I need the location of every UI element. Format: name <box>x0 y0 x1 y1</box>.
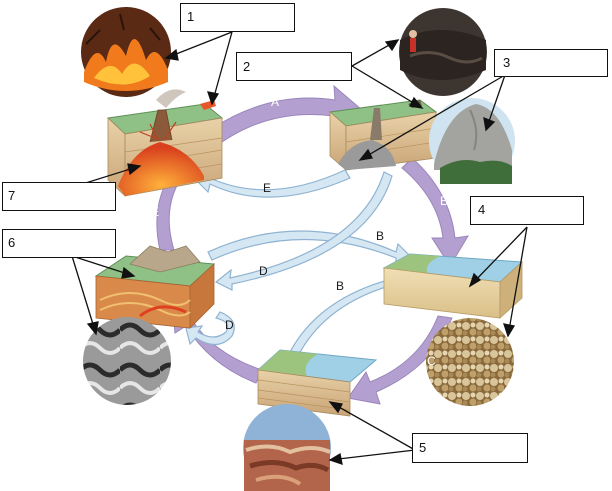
sedimentary-block <box>256 349 378 417</box>
cooled-rock-block <box>328 99 438 171</box>
canyon-photo <box>243 404 331 491</box>
arrow-label-e-inner: E <box>263 181 272 195</box>
fire-photo <box>81 7 171 97</box>
lava-photo <box>399 8 487 96</box>
arrow-b-outer <box>401 157 469 267</box>
label-box-2-number: 2 <box>243 59 251 74</box>
label-box-2[interactable] <box>236 52 352 81</box>
arrow-e-inner <box>195 168 351 198</box>
arrow-label-c: C <box>427 354 436 368</box>
arrow-d-inner-top <box>214 171 393 291</box>
arrow-label-b-outer: B <box>440 194 449 208</box>
arrow-label-d-inner: D <box>259 264 268 278</box>
label-box-6-number: 6 <box>8 235 16 250</box>
label-box-3[interactable] <box>494 49 608 77</box>
volcano-block <box>106 89 224 197</box>
granite-photo <box>429 98 515 184</box>
label-box-1[interactable] <box>180 3 295 32</box>
gneiss-photo <box>83 317 171 405</box>
label-box-7[interactable] <box>2 182 116 211</box>
photo-circles <box>81 7 515 491</box>
label-box-6[interactable] <box>2 229 116 258</box>
inner-arrows <box>185 168 411 357</box>
sand-photo <box>426 318 514 406</box>
label-box-5[interactable] <box>412 433 528 463</box>
label-box-7-number: 7 <box>8 188 16 203</box>
label-box-4[interactable] <box>470 196 584 225</box>
arrow-label-b-lower: B <box>336 279 345 293</box>
metamorphic-block <box>94 245 216 329</box>
label-box-3-number: 3 <box>503 55 511 70</box>
label-box-5-number: 5 <box>419 440 427 455</box>
arrow-d-loop <box>185 311 235 346</box>
sediment-block <box>382 253 524 319</box>
label-box-1-number: 1 <box>187 9 195 24</box>
arrow-label-d-outer: D <box>200 362 209 376</box>
arrow-label-d-loop: D <box>225 318 234 332</box>
arrow-label-e-outer: E <box>151 205 160 219</box>
label-box-4-number: 4 <box>478 202 486 217</box>
arrow-label-b-inner: B <box>376 229 385 243</box>
arrow-label-a: A <box>271 95 280 109</box>
